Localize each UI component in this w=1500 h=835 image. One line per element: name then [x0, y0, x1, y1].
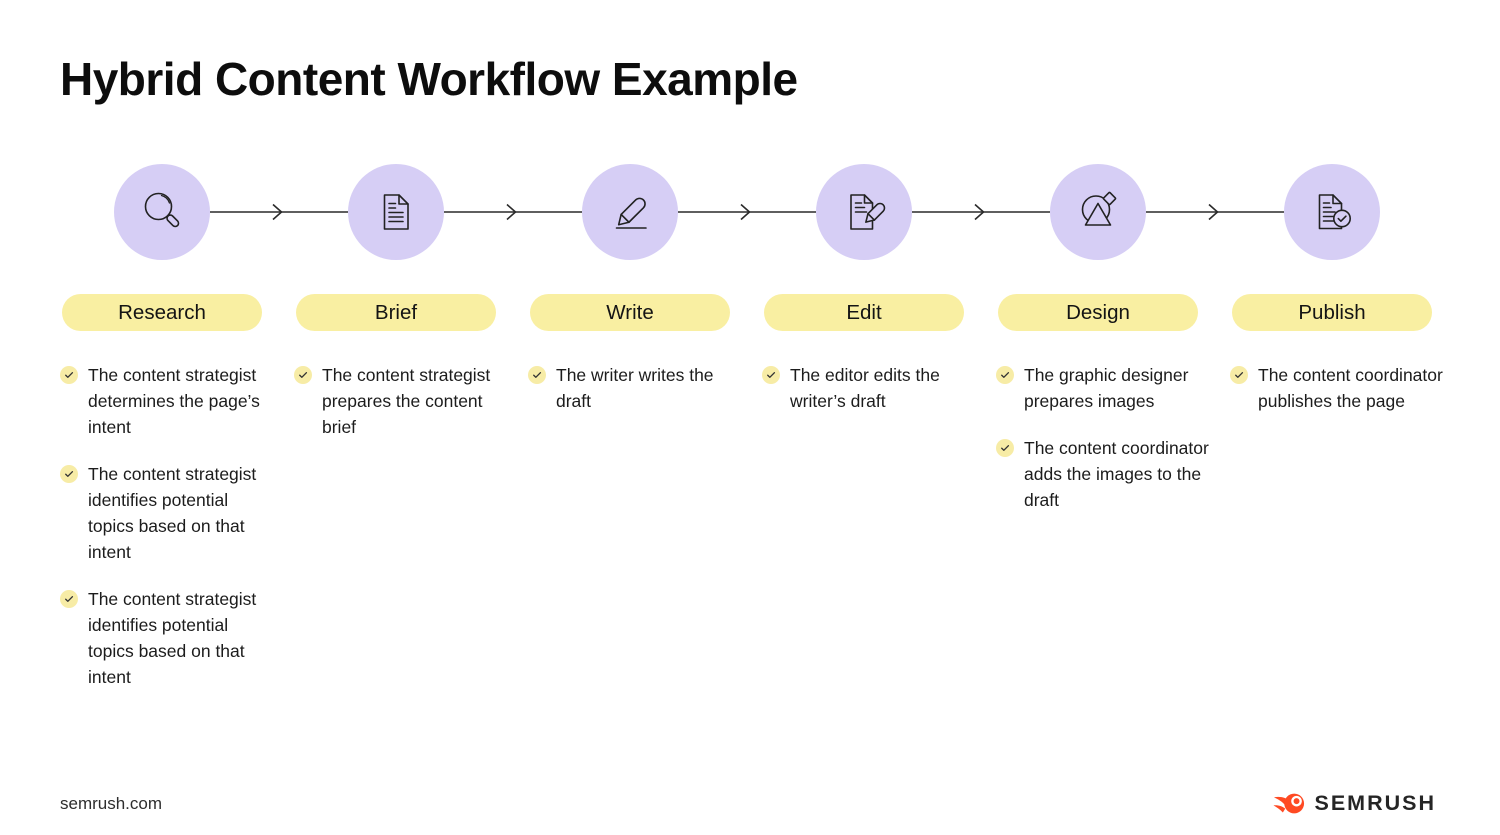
arrow-connector: [444, 200, 582, 224]
check-icon: [996, 366, 1014, 384]
bullet-text: The content strategist identifies potent…: [88, 589, 257, 687]
step-icon-circle: [348, 164, 444, 260]
check-icon: [996, 439, 1014, 457]
semrush-logo: SEMRUSH: [1273, 790, 1436, 817]
step-label: Write: [530, 294, 730, 331]
workflow-step-design: Design The graphic designer prepares ima…: [981, 164, 1215, 711]
workflow-step-write: Write The writer writes the draft: [513, 164, 747, 711]
list-item: The content strategist identifies potent…: [60, 586, 275, 690]
pencil-icon: [615, 197, 647, 229]
bullet-text: The graphic designer prepares images: [1024, 365, 1189, 411]
step-bullets: The editor edits the writer’s draft: [747, 362, 981, 435]
step-bullets: The content coordinator publishes the pa…: [1215, 362, 1449, 435]
list-item: The content strategist determines the pa…: [60, 362, 275, 440]
document-icon: [383, 194, 409, 230]
list-item: The content strategist identifies potent…: [60, 461, 275, 565]
step-label: Publish: [1232, 294, 1432, 331]
arrow-connector: [1146, 200, 1284, 224]
design-shapes-icon: [1081, 191, 1117, 226]
document-check-icon: [1318, 194, 1351, 230]
bullet-text: The editor edits the writer’s draft: [790, 365, 940, 411]
semrush-flame-icon: [1273, 793, 1305, 814]
step-bullets: The graphic designer prepares images The…: [981, 362, 1215, 534]
list-item: The editor edits the writer’s draft: [762, 362, 977, 414]
workflow-row: Research The content strategist determin…: [45, 164, 1449, 711]
check-icon: [60, 590, 78, 608]
semrush-wordmark: SEMRUSH: [1314, 791, 1436, 815]
step-bullets: The content strategist prepares the cont…: [279, 362, 513, 461]
list-item: The content coordinator adds the images …: [996, 435, 1211, 513]
arrow-connector: [912, 200, 1050, 224]
step-label: Brief: [296, 294, 496, 331]
bullet-text: The content coordinator adds the images …: [1024, 438, 1209, 510]
step-icon-circle: [816, 164, 912, 260]
step-bullets: The content strategist determines the pa…: [45, 362, 279, 711]
website-url: semrush.com: [60, 794, 163, 813]
magnifier-icon: [144, 192, 180, 228]
step-label: Research: [62, 294, 262, 331]
arrow-connector: [678, 200, 816, 224]
check-icon: [528, 366, 546, 384]
step-icon-circle: [582, 164, 678, 260]
step-icon-circle: [114, 164, 210, 260]
check-icon: [60, 465, 78, 483]
check-icon: [294, 366, 312, 384]
workflow-step-research: Research The content strategist determin…: [45, 164, 279, 711]
step-bullets: The writer writes the draft: [513, 362, 747, 435]
check-icon: [762, 366, 780, 384]
bullet-text: The content strategist determines the pa…: [88, 365, 260, 437]
bullet-text: The writer writes the draft: [556, 365, 714, 411]
step-label: Edit: [764, 294, 964, 331]
check-icon: [60, 366, 78, 384]
workflow-step-edit: Edit The editor edits the writer’s draft: [747, 164, 981, 711]
page-title: Hybrid Content Workflow Example: [60, 53, 798, 105]
list-item: The graphic designer prepares images: [996, 362, 1211, 414]
bullet-text: The content strategist prepares the cont…: [322, 365, 491, 437]
arrow-connector: [210, 200, 348, 224]
step-icon-circle: [1050, 164, 1146, 260]
check-icon: [1230, 366, 1248, 384]
list-item: The content coordinator publishes the pa…: [1230, 362, 1445, 414]
document-pencil-icon: [850, 194, 886, 230]
workflow-step-brief: Brief The content strategist prepares th…: [279, 164, 513, 711]
step-label: Design: [998, 294, 1198, 331]
workflow-step-publish: Publish The content coordinator publishe…: [1215, 164, 1449, 711]
bullet-text: The content strategist identifies potent…: [88, 464, 257, 562]
step-icon-circle: [1284, 164, 1380, 260]
list-item: The content strategist prepares the cont…: [294, 362, 509, 440]
bullet-text: The content coordinator publishes the pa…: [1258, 365, 1443, 411]
list-item: The writer writes the draft: [528, 362, 743, 414]
